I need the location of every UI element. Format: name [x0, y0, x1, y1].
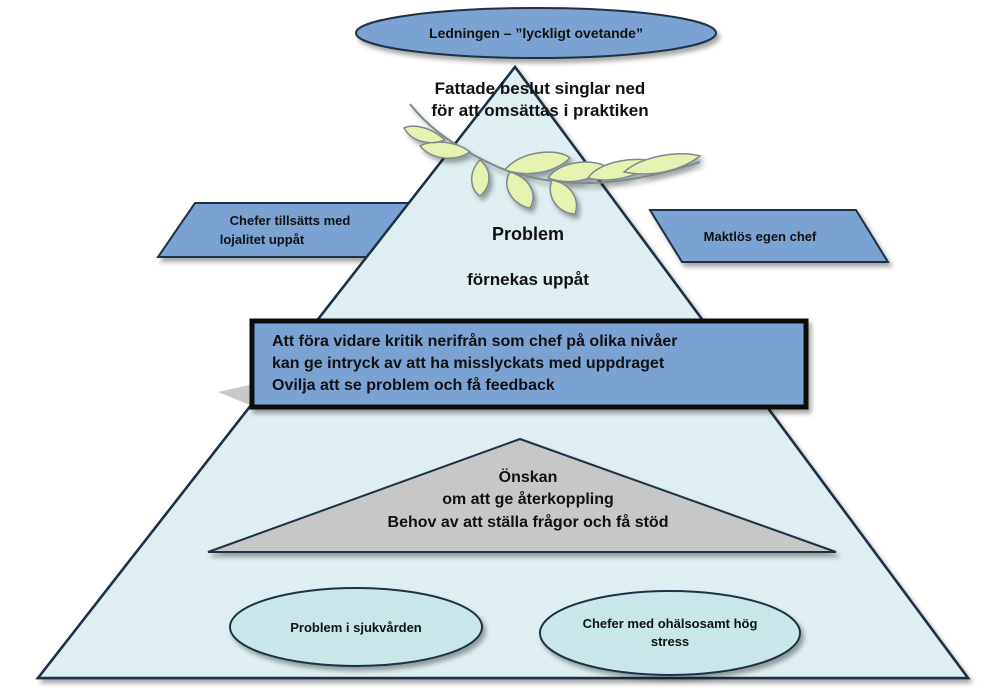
right-banner	[648, 209, 890, 263]
leaf-branch-icon	[402, 103, 702, 215]
critique-box	[249, 318, 809, 410]
critique-box-line1: Att föra vidare kritik nerifrån som chef…	[272, 332, 677, 350]
right-banner-label: Maktlös egen chef	[704, 229, 817, 244]
center-text-line1: Problem	[492, 224, 564, 244]
critique-box-line3: Ovilja att se problem och få feedback	[272, 376, 555, 394]
inner-triangle-line2: om att ge återkoppling	[442, 490, 614, 508]
top-ellipse	[355, 7, 717, 59]
inner-triangle-line3: Behov av att ställa frågor och få stöd	[388, 513, 669, 531]
center-text-line2: förnekas uppåt	[467, 270, 589, 289]
bottom-left-ellipse	[229, 587, 483, 667]
bottom-right-ellipse-line2: stress	[651, 634, 689, 649]
bottom-left-ellipse-label: Problem i sjukvården	[290, 620, 422, 635]
left-banner-line1: Chefer tillsätts med	[230, 213, 351, 228]
top-ellipse-label: Ledningen – ”lyckligt ovetande”	[429, 25, 643, 41]
decisions-text-line1: Fattade beslut singlar ned	[435, 79, 646, 98]
inner-triangle-line1: Önskan	[499, 467, 558, 486]
critique-box-line2: kan ge intryck av att ha misslyckats med…	[272, 355, 665, 372]
inner-triangle	[207, 437, 837, 553]
decisions-text-line2: för att omsättas i praktiken	[431, 101, 648, 120]
bottom-right-ellipse-line1: Chefer med ohälsosamt hög	[583, 616, 758, 631]
left-banner-line2: lojalitet uppåt	[220, 232, 305, 247]
bottom-right-ellipse	[539, 590, 801, 676]
